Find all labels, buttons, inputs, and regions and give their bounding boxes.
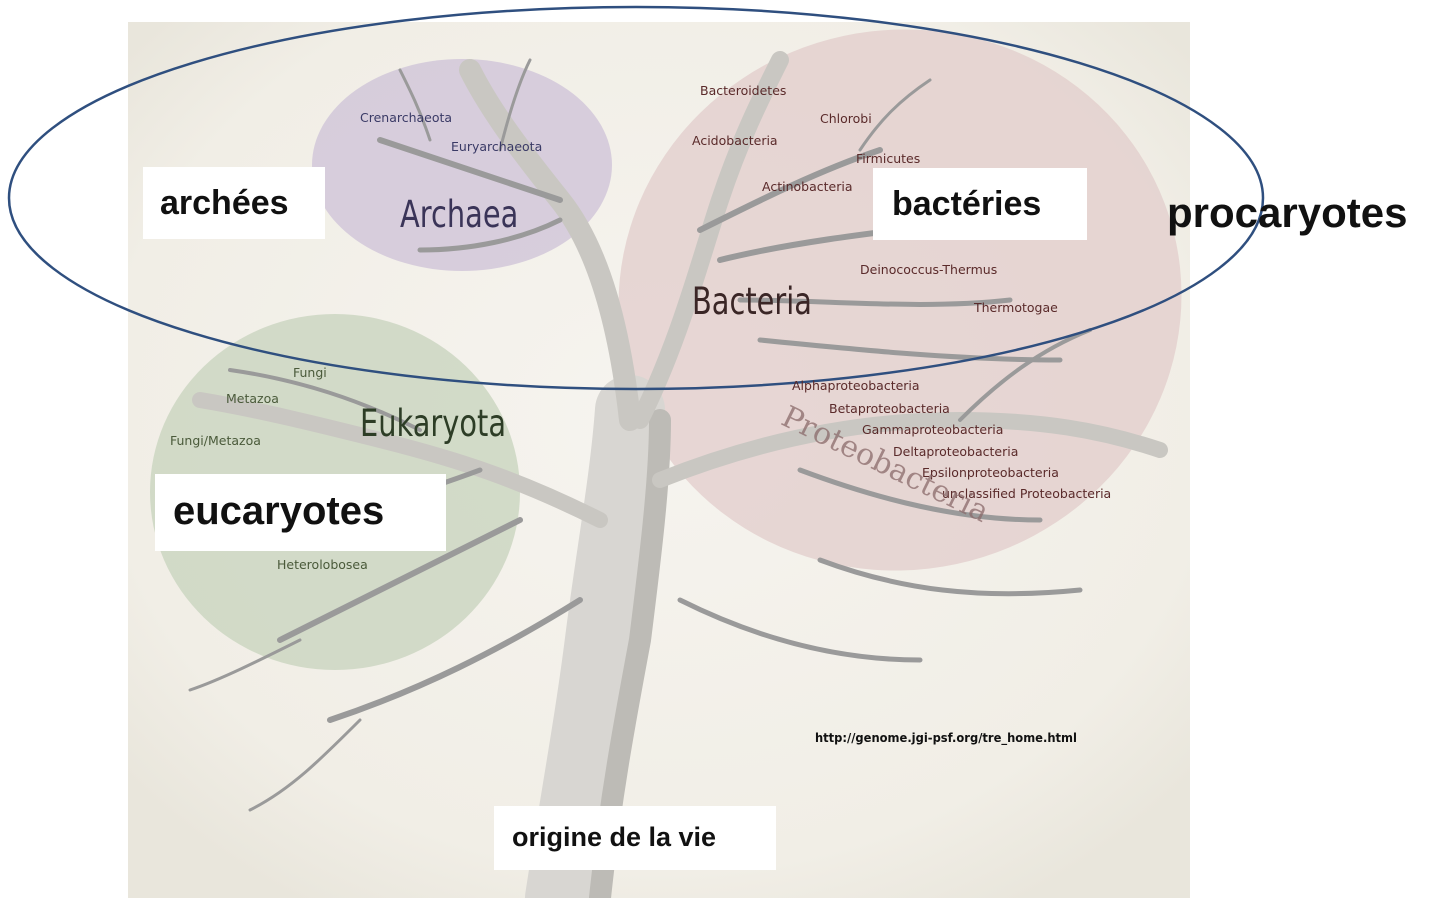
taxon-firmicutes: Firmicutes: [856, 153, 920, 166]
taxon-actinobacteria: Actinobacteria: [762, 181, 852, 194]
taxon-metazoa: Metazoa: [226, 393, 279, 406]
taxon-chlorobi: Chlorobi: [820, 113, 872, 126]
taxon-euryarchaeota: Euryarchaeota: [451, 141, 542, 154]
taxon-gammaproteobacteria: Gammaproteobacteria: [862, 424, 1003, 437]
taxon-heterolobosea: Heterolobosea: [277, 559, 368, 572]
taxon-crenarchaeota: Crenarchaeota: [360, 112, 452, 125]
taxon-alphaproteobacteria: Alphaproteobacteria: [792, 380, 920, 393]
taxon-acidobacteria: Acidobacteria: [692, 135, 778, 148]
taxon-fungi-metazoa: Fungi/Metazoa: [170, 435, 261, 448]
taxon-betaproteobacteria: Betaproteobacteria: [829, 403, 950, 416]
domain-eukaryota: Eukaryota: [360, 405, 506, 442]
taxon-fungi: Fungi: [293, 367, 327, 380]
taxon-deinococcus-thermus: Deinococcus-Thermus: [860, 264, 997, 277]
taxon-deltaproteobacteria: Deltaproteobacteria: [893, 446, 1018, 459]
domain-archaea: Archaea: [400, 196, 518, 233]
label-bacteries: bactéries: [873, 168, 1087, 240]
label-eucaryotes: eucaryotes: [155, 474, 446, 551]
taxon-thermotogae: Thermotogae: [974, 302, 1058, 315]
taxon-bacteroidetes: Bacteroidetes: [700, 85, 786, 98]
source-url: http://genome.jgi-psf.org/tre_home.html: [815, 732, 1077, 745]
label-archees: archées: [143, 167, 325, 239]
label-procaryotes: procaryotes: [1160, 188, 1449, 246]
label-origine-de-la-vie: origine de la vie: [494, 806, 776, 870]
domain-bacteria: Bacteria: [692, 283, 812, 320]
